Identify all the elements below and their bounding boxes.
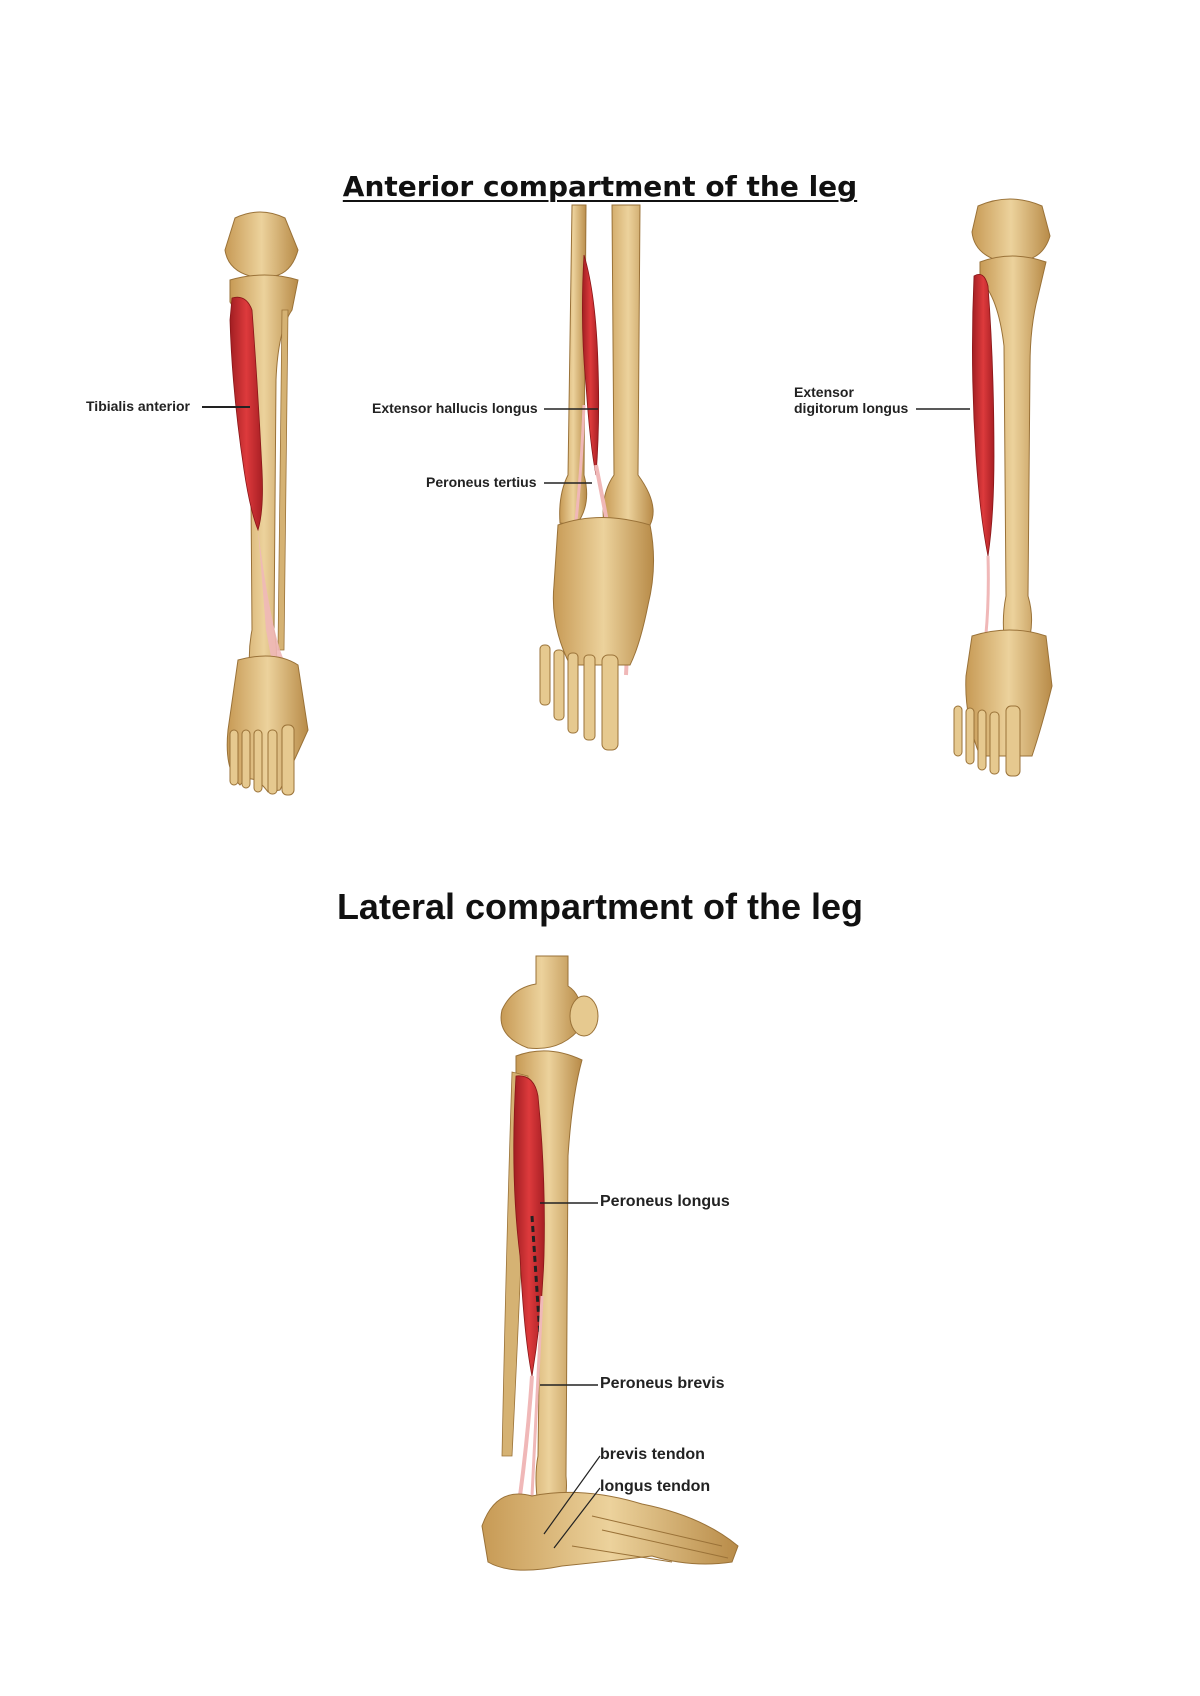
lateral-compartment-illustration [481, 955, 739, 1571]
leader-line-tibialis [202, 406, 250, 408]
label-tibialis-anterior: Tibialis anterior [86, 398, 190, 414]
heading-anterior-compartment: Anterior compartment of the leg [342, 170, 858, 203]
label-extensor-digitorum-line2: digitorum longus [794, 400, 909, 416]
leader-line-peroneus-brevis [540, 1384, 598, 1386]
leader-line-extensor-hallucis [544, 408, 598, 410]
label-extensor-digitorum-line1: Extensor [794, 384, 854, 400]
heading-lateral-compartment: Lateral compartment of the leg [336, 886, 864, 927]
leader-line-peroneus-longus [540, 1202, 598, 1204]
leader-line-extensor-digitorum [916, 408, 970, 410]
label-peroneus-tertius: Peroneus tertius [426, 474, 537, 490]
label-longus-tendon: longus tendon [600, 1478, 711, 1495]
extensor-hallucis-illustration [539, 204, 655, 751]
label-peroneus-longus: Peroneus longus [600, 1193, 730, 1210]
tibialis-anterior-illustration [224, 211, 309, 796]
label-peroneus-brevis: Peroneus brevis [600, 1375, 725, 1392]
label-extensor-hallucis-longus: Extensor hallucis longus [372, 400, 538, 416]
leader-line-peroneus-tertius [544, 482, 592, 484]
label-brevis-tendon: brevis tendon [600, 1446, 705, 1463]
extensor-digitorum-illustration [953, 198, 1053, 777]
leader-lines-tendons [543, 1455, 601, 1549]
